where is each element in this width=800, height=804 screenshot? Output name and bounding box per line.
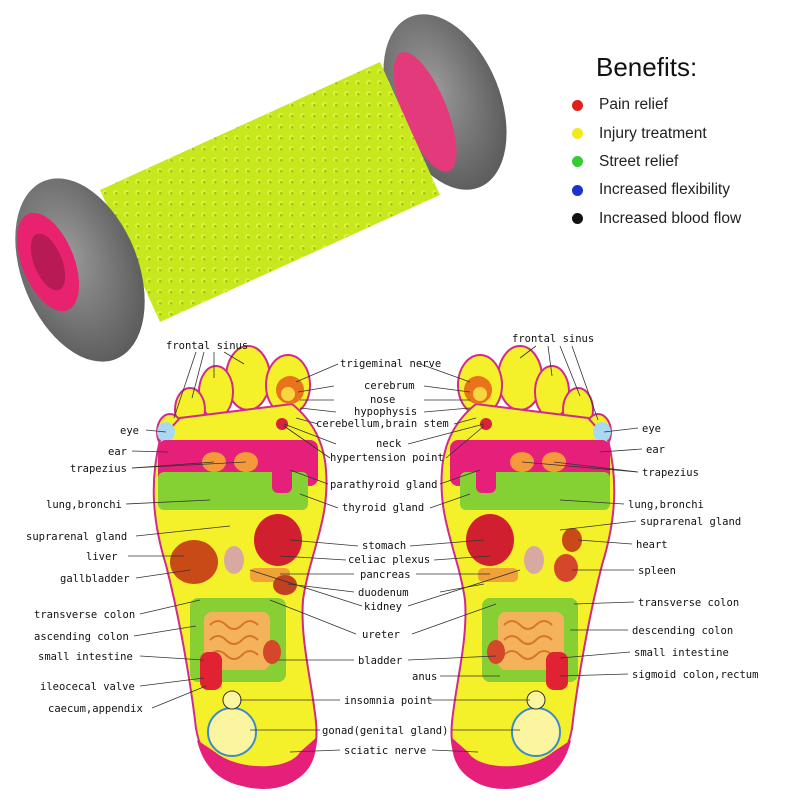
- left-labels: frontal sinus eye ear trapezius lung,bro…: [26, 340, 248, 715]
- label-lung-bronchi-right: lung,bronchi: [628, 499, 704, 511]
- label-small-intestine-left: small intestine: [38, 651, 133, 663]
- benefit-label: Pain relief: [599, 96, 668, 114]
- label-suprarenal-gland-right: suprarenal gland: [640, 516, 741, 528]
- label-spleen: spleen: [638, 565, 676, 577]
- black-dot-icon: [572, 213, 583, 225]
- yellow-dot-icon: [572, 128, 583, 140]
- label-gallbladder: gallbladder: [60, 573, 130, 585]
- benefit-label: Increased blood flow: [599, 209, 742, 227]
- label-ureter: ureter: [362, 629, 400, 641]
- label-caecum-appendix: caecum,appendix: [48, 703, 143, 715]
- label-trapezius-right: trapezius: [642, 467, 699, 479]
- roller-back-ring: [393, 52, 457, 172]
- red-dot-icon: [572, 99, 583, 111]
- label-neck: neck: [376, 438, 402, 450]
- label-cerebellum-brain-stem: cerebellum,brain stem: [316, 418, 449, 430]
- label-sigmoid-colon-rectum: sigmoid colon,rectum: [632, 669, 758, 681]
- benefit-item-street-relief: Street relief: [568, 148, 788, 176]
- label-transverse-colon-left: transverse colon: [34, 609, 135, 621]
- label-nose: nose: [370, 394, 395, 406]
- label-frontal-sinus-right: frontal sinus: [512, 333, 594, 345]
- benefit-label: Injury treatment: [599, 124, 707, 142]
- label-ear-right: ear: [646, 444, 665, 456]
- label-hypophysis: hypophysis: [354, 406, 417, 418]
- label-frontal-sinus-left: frontal sinus: [166, 340, 248, 352]
- roller-spiked-body: [100, 62, 440, 322]
- label-parathyroid-gland: parathyroid gland: [330, 479, 437, 491]
- label-sciatic-nerve: sciatic nerve: [344, 745, 426, 757]
- label-stomach: stomach: [362, 540, 406, 552]
- label-thyroid-gland: thyroid gland: [342, 502, 424, 514]
- benefit-item-pain-relief: Pain relief: [568, 91, 788, 119]
- label-eye-right: eye: [642, 423, 661, 435]
- label-descending-colon: descending colon: [632, 625, 733, 637]
- label-duodenum: duodenum: [358, 587, 409, 599]
- benefit-item-increased-blood-flow: Increased blood flow: [568, 205, 788, 233]
- label-celiac-plexus: celiac plexus: [348, 554, 430, 566]
- right-foot-map: [440, 345, 616, 790]
- label-liver: liver: [86, 551, 118, 563]
- benefit-item-injury-treatment: Injury treatment: [568, 119, 788, 147]
- label-insomnia-point: insomnia point: [344, 695, 433, 707]
- label-ileocecal-valve: ileocecal valve: [40, 681, 135, 693]
- benefit-label: Increased flexibility: [599, 181, 730, 199]
- label-trigeminal-nerve: trigeminal nerve: [340, 358, 441, 370]
- leader-lines: [125, 345, 643, 753]
- center-labels: trigeminal nerve cerebrum nose hypophysi…: [316, 358, 449, 757]
- green-dot-icon: [572, 156, 583, 168]
- label-cerebrum: cerebrum: [364, 380, 415, 392]
- label-small-intestine-right: small intestine: [634, 647, 729, 659]
- label-pancreas: pancreas: [360, 569, 411, 581]
- benefit-label: Street relief: [599, 152, 679, 170]
- label-ascending-colon: ascending colon: [34, 631, 129, 643]
- benefit-item-increased-flexibility: Increased flexibility: [568, 176, 788, 204]
- left-foot-map: [152, 345, 328, 790]
- label-heart: heart: [636, 539, 668, 551]
- label-gonad: gonad(genital gland): [322, 725, 448, 737]
- label-anus: anus: [412, 671, 437, 683]
- foot-massage-roller: [15, 14, 507, 362]
- benefits-title: Benefits:: [596, 52, 698, 82]
- label-bladder: bladder: [358, 655, 402, 667]
- label-ear-left: ear: [108, 446, 127, 458]
- blue-dot-icon: [572, 184, 583, 196]
- label-suprarenal-gland-left: suprarenal gland: [26, 531, 127, 543]
- right-labels: frontal sinus eye ear trapezius lung,bro…: [512, 333, 758, 681]
- benefits-legend: Benefits: Pain relief Injury treatment S…: [568, 52, 788, 233]
- label-kidney: kidney: [364, 601, 402, 613]
- label-eye-left: eye: [120, 425, 139, 437]
- label-trapezius-left: trapezius: [70, 463, 127, 475]
- label-hypertension-point: hypertension point: [330, 452, 444, 464]
- label-transverse-colon-right: transverse colon: [638, 597, 739, 609]
- label-lung-bronchi-left: lung,bronchi: [46, 499, 122, 511]
